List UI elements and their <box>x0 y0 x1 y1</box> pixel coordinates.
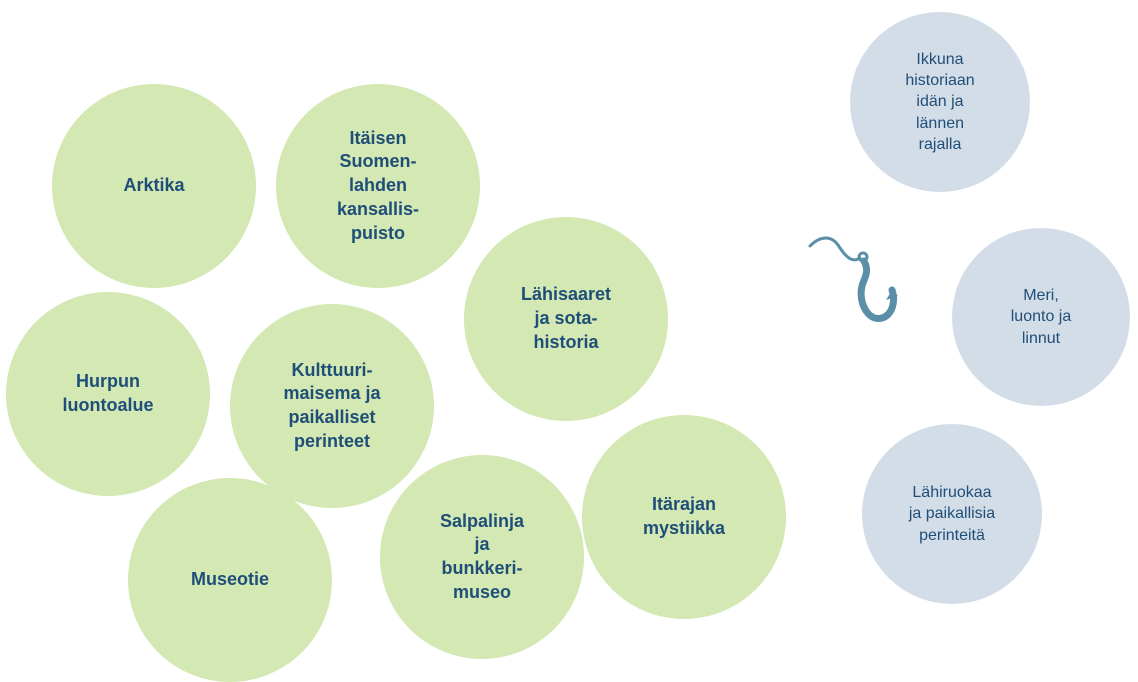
topic-label-salpalinja: Salpalinja ja bunkkeri- museo <box>439 510 525 602</box>
theme-label-ikkuna-historiaan: Ikkuna historiaan idän ja lännen rajalla <box>905 51 975 153</box>
topic-label-arktika: Arktika <box>123 175 185 196</box>
topic-circle-museotie: Museotie <box>128 478 332 682</box>
topic-circle-hurppu: Hurpun luontoalue <box>6 292 210 496</box>
topic-circle-kulttuurimaisema: Kulttuuri- maisema ja paikalliset perint… <box>230 304 434 508</box>
topic-circle-itainen-suomenlahden-kansallispuisto: Itäisen Suomen- lahden kansallis- puisto <box>276 84 480 288</box>
topic-label-museotie: Museotie <box>190 569 269 590</box>
fishing-hook-icon <box>808 236 898 322</box>
topic-label-itainen-suomenlahden-kansallispuisto: Itäisen Suomen- lahden kansallis- puisto <box>336 127 420 243</box>
theme-label-meri-luonto-linnut: Meri, luonto ja linnut <box>1010 287 1072 347</box>
topic-circle-itarajan-mystiikka: Itärajan mystiikka <box>582 415 786 619</box>
theme-circle-ikkuna-historiaan: Ikkuna historiaan idän ja lännen rajalla <box>850 12 1030 192</box>
topic-circle-arktika: Arktika <box>52 84 256 288</box>
topic-label-itarajan-mystiikka: Itärajan mystiikka <box>642 494 726 538</box>
topic-circle-salpalinja: Salpalinja ja bunkkeri- museo <box>380 455 584 659</box>
theme-label-lahiruokaa: Lähiruokaa ja paikallisia perinteitä <box>908 484 996 544</box>
topic-label-hurppu: Hurpun luontoalue <box>62 371 154 415</box>
theme-circle-meri-luonto-linnut: Meri, luonto ja linnut <box>952 228 1130 406</box>
theme-circle-lahiruokaa: Lähiruokaa ja paikallisia perinteitä <box>862 424 1042 604</box>
topic-circle-lahisaaret: Lähisaaret ja sota- historia <box>464 217 668 421</box>
topic-label-kulttuurimaisema: Kulttuuri- maisema ja paikalliset perint… <box>283 359 381 451</box>
topic-label-lahisaaret: Lähisaaret ja sota- historia <box>520 284 612 352</box>
